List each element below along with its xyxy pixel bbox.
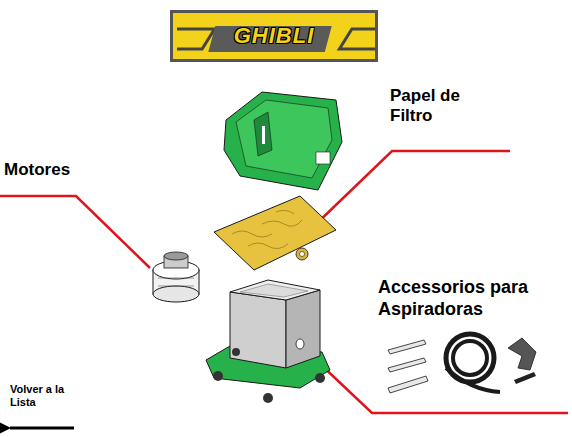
lid-illustration bbox=[224, 92, 342, 190]
wheel bbox=[213, 371, 223, 381]
tube bbox=[388, 376, 428, 393]
tube bbox=[388, 358, 426, 372]
leader-line bbox=[0, 196, 150, 268]
tank-side bbox=[286, 290, 320, 368]
motor-base bbox=[153, 286, 199, 302]
part-label: Volver a la Lista bbox=[10, 383, 86, 409]
hose bbox=[453, 341, 487, 375]
tank-front bbox=[230, 292, 286, 368]
lid-mark bbox=[262, 126, 265, 144]
tank-opening bbox=[240, 284, 308, 297]
tube bbox=[388, 340, 426, 354]
filter-illustration bbox=[214, 196, 336, 270]
tank-inlet bbox=[296, 339, 304, 349]
motor-cap bbox=[164, 252, 188, 260]
tank-top bbox=[230, 280, 320, 300]
hose-end bbox=[446, 368, 500, 392]
logo-stripe bbox=[339, 29, 377, 49]
part-label: Accessorios para Aspiradoras bbox=[378, 276, 572, 320]
logo-box: GHIBLI bbox=[170, 10, 378, 62]
elbow-nozzle bbox=[508, 338, 536, 370]
wheel bbox=[315, 373, 325, 383]
lid-switch bbox=[316, 152, 330, 164]
filter-hole bbox=[300, 252, 305, 257]
part-label: Papel de Filtro bbox=[390, 86, 502, 126]
back-arrow bbox=[10, 427, 74, 430]
accessories-illustration bbox=[388, 334, 536, 393]
filter-crease bbox=[232, 210, 302, 248]
lid-body bbox=[224, 92, 342, 190]
logo-text: GHIBLI bbox=[234, 23, 315, 49]
leader-line bbox=[312, 151, 510, 228]
filter-ring bbox=[296, 248, 308, 260]
wheel bbox=[232, 348, 240, 356]
lid-top bbox=[236, 100, 332, 178]
lid-handle bbox=[254, 112, 272, 156]
filter-bag bbox=[214, 196, 336, 270]
brush bbox=[514, 372, 536, 384]
logo-stripe bbox=[177, 29, 215, 49]
wheel bbox=[263, 393, 273, 403]
tank-illustration bbox=[206, 280, 330, 403]
motor-ribs bbox=[158, 278, 194, 286]
part-label: Motores bbox=[4, 160, 114, 180]
motor-illustration bbox=[153, 252, 199, 302]
